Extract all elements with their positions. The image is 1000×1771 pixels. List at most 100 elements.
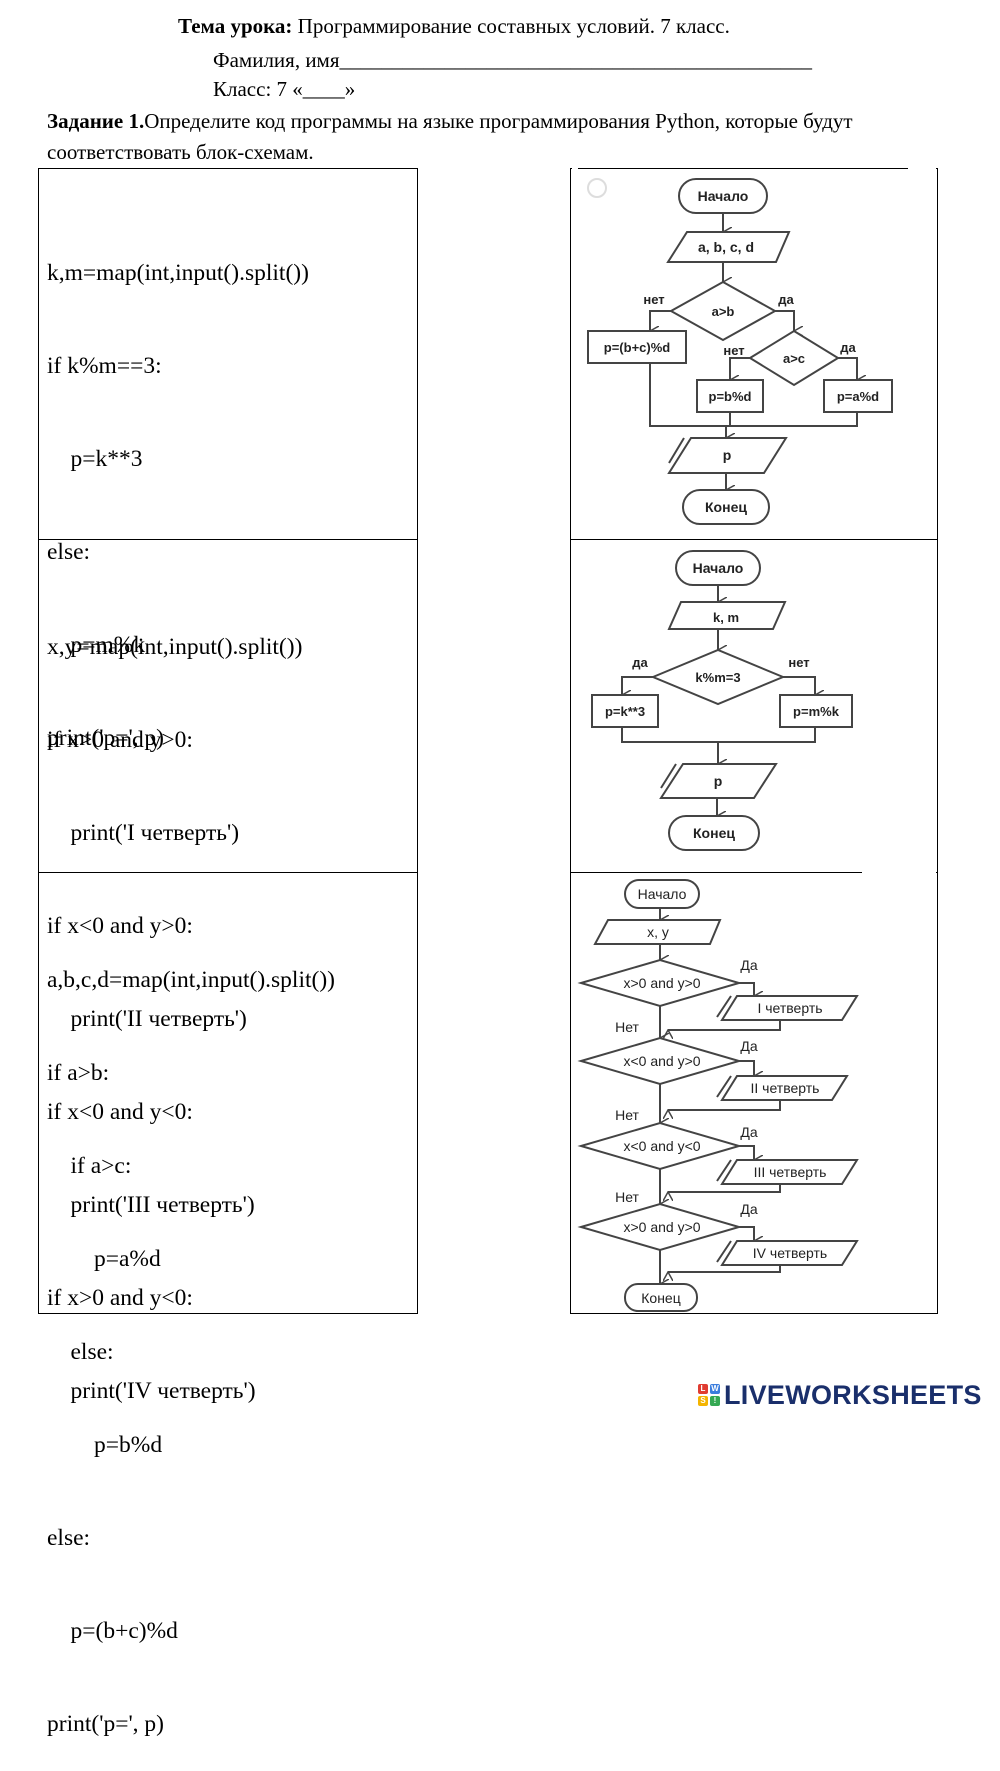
class-line[interactable]: Класс: 7 «____» [213,77,356,101]
yes-label: да [778,292,794,307]
code-line: if x>0 and y>0: [47,727,193,753]
name-label: Фамилия, имя [213,48,340,72]
yes-label: Да [740,1124,757,1140]
flow-line [621,727,816,743]
code-line: else: [47,1339,114,1365]
output-mark [668,437,685,464]
flow-arrow [739,1145,754,1160]
code-line: p=k**3 [47,446,143,472]
cond-label: x<0 and y<0 [623,1138,700,1154]
flow-arrow [783,676,815,695]
code-line: print('IV четверть') [47,1378,256,1404]
output-mark [716,1240,732,1263]
code-line: print('II четверть') [47,1006,247,1032]
input-label: a, b, c, d [698,239,754,255]
end-terminator [668,815,760,851]
flow-arrow [739,1060,754,1076]
name-line: Фамилия, имя____________________________… [213,47,812,73]
code-line: if x>0 and y<0: [47,1285,193,1311]
process-label: p=k**3 [605,704,645,719]
no-label: нет [643,292,664,307]
no-label: Нет [615,1189,639,1205]
process-box [591,694,659,728]
name-field[interactable]: ________________________________________… [339,48,813,72]
flow-line [649,363,858,427]
flow-arrow [668,1100,781,1110]
border-gap [908,166,936,172]
output-mark [716,1075,732,1098]
code-block-2: x,y=map(int,input().split()) if x>0 and … [47,570,302,1438]
code-block-3: a,b,c,d=map(int,input().split()) if a>b:… [47,903,335,1771]
end-label: Конец [641,1290,680,1306]
process-box [587,330,687,364]
yes-label: Да [740,957,757,973]
flow-arrow [649,310,671,331]
cond-label: x>0 and y>0 [623,975,700,991]
no-label: Нет [615,1107,639,1123]
topic-label: Тема урока: [178,14,293,38]
yes-label: да [632,655,648,670]
code-line: a,b,c,d=map(int,input().split()) [47,967,336,993]
code-line: print('III четверть') [47,1192,255,1218]
code-line: print('I четверть') [47,820,240,846]
start-label: Начало [638,886,687,902]
end-terminator [682,489,770,525]
code-cell-1 [38,168,418,540]
process-label: p=a%d [837,389,879,404]
end-label: Конец [705,499,747,515]
start-label: Начало [693,560,744,576]
flow-arrow [668,1265,781,1272]
yes-label: Да [740,1201,757,1217]
output-label: p [723,447,732,463]
lesson-topic: Тема урока: Программирование составных у… [178,13,730,39]
flow-arrow [739,982,754,996]
flowchart-1: Начало a, b, c, d a>b нет да p=(b+c)%d a… [587,178,893,525]
process-label: p=(b+c)%d [604,340,671,355]
output-parallelogram [720,1240,859,1266]
output-mark [716,1159,732,1182]
flowchart-2: Начало k, m k%m=3 да нет p=k**3 p=m%k p … [591,550,853,851]
start-terminator [624,879,700,909]
process-label: p=b%d [709,389,752,404]
end-label: Конец [693,825,735,841]
logo-mark-cell: W [710,1384,720,1394]
logo-mark-cell: S [698,1396,708,1406]
code-cell-3 [38,872,418,1314]
output-parallelogram [720,995,859,1021]
input-parallelogram [667,601,787,630]
code-line: if x<0 and y>0: [47,913,193,939]
code-line: p=a%d [47,1246,161,1272]
flow-arrow [739,1226,754,1241]
end-terminator [624,1283,698,1312]
start-label: Начало [698,188,749,204]
flow-arrow [729,357,750,380]
code-line: if k%m==3: [47,353,162,379]
no-label: нет [788,655,809,670]
cond2-label: a>c [783,351,805,366]
process-box [779,694,853,728]
border-gap [862,870,936,876]
cond-label: x>0 and y>0 [623,1219,700,1235]
output-parallelogram [659,763,778,799]
liveworksheets-logo[interactable]: L W S ! LIVEWORKSHEETS [698,1378,982,1412]
code-line: k,m=map(int,input().split()) [47,260,309,286]
code-line: print('p=', p) [47,725,165,751]
no-label: Нет [615,1019,639,1035]
code-line: if a>b: [47,1060,110,1086]
flow-arrow [838,357,857,380]
flow-arrow [668,1020,781,1030]
process-box [696,379,764,413]
code-line: p=b%d [47,1432,163,1458]
logo-text: LIVEWORKSHEETS [724,1380,982,1410]
output-parallelogram [667,437,788,474]
circle-decoration [587,178,607,198]
output-label: I четверть [757,1000,822,1016]
code-line: x,y=map(int,input().split()) [47,634,303,660]
code-line: print('p=', p) [47,1711,165,1737]
output-mark [716,995,732,1018]
logo-mark-cell: ! [710,1396,720,1406]
process-label: p=m%k [793,704,840,719]
code-line: if a>c: [47,1153,132,1179]
process-box [823,379,893,413]
output-label: p [714,773,723,789]
